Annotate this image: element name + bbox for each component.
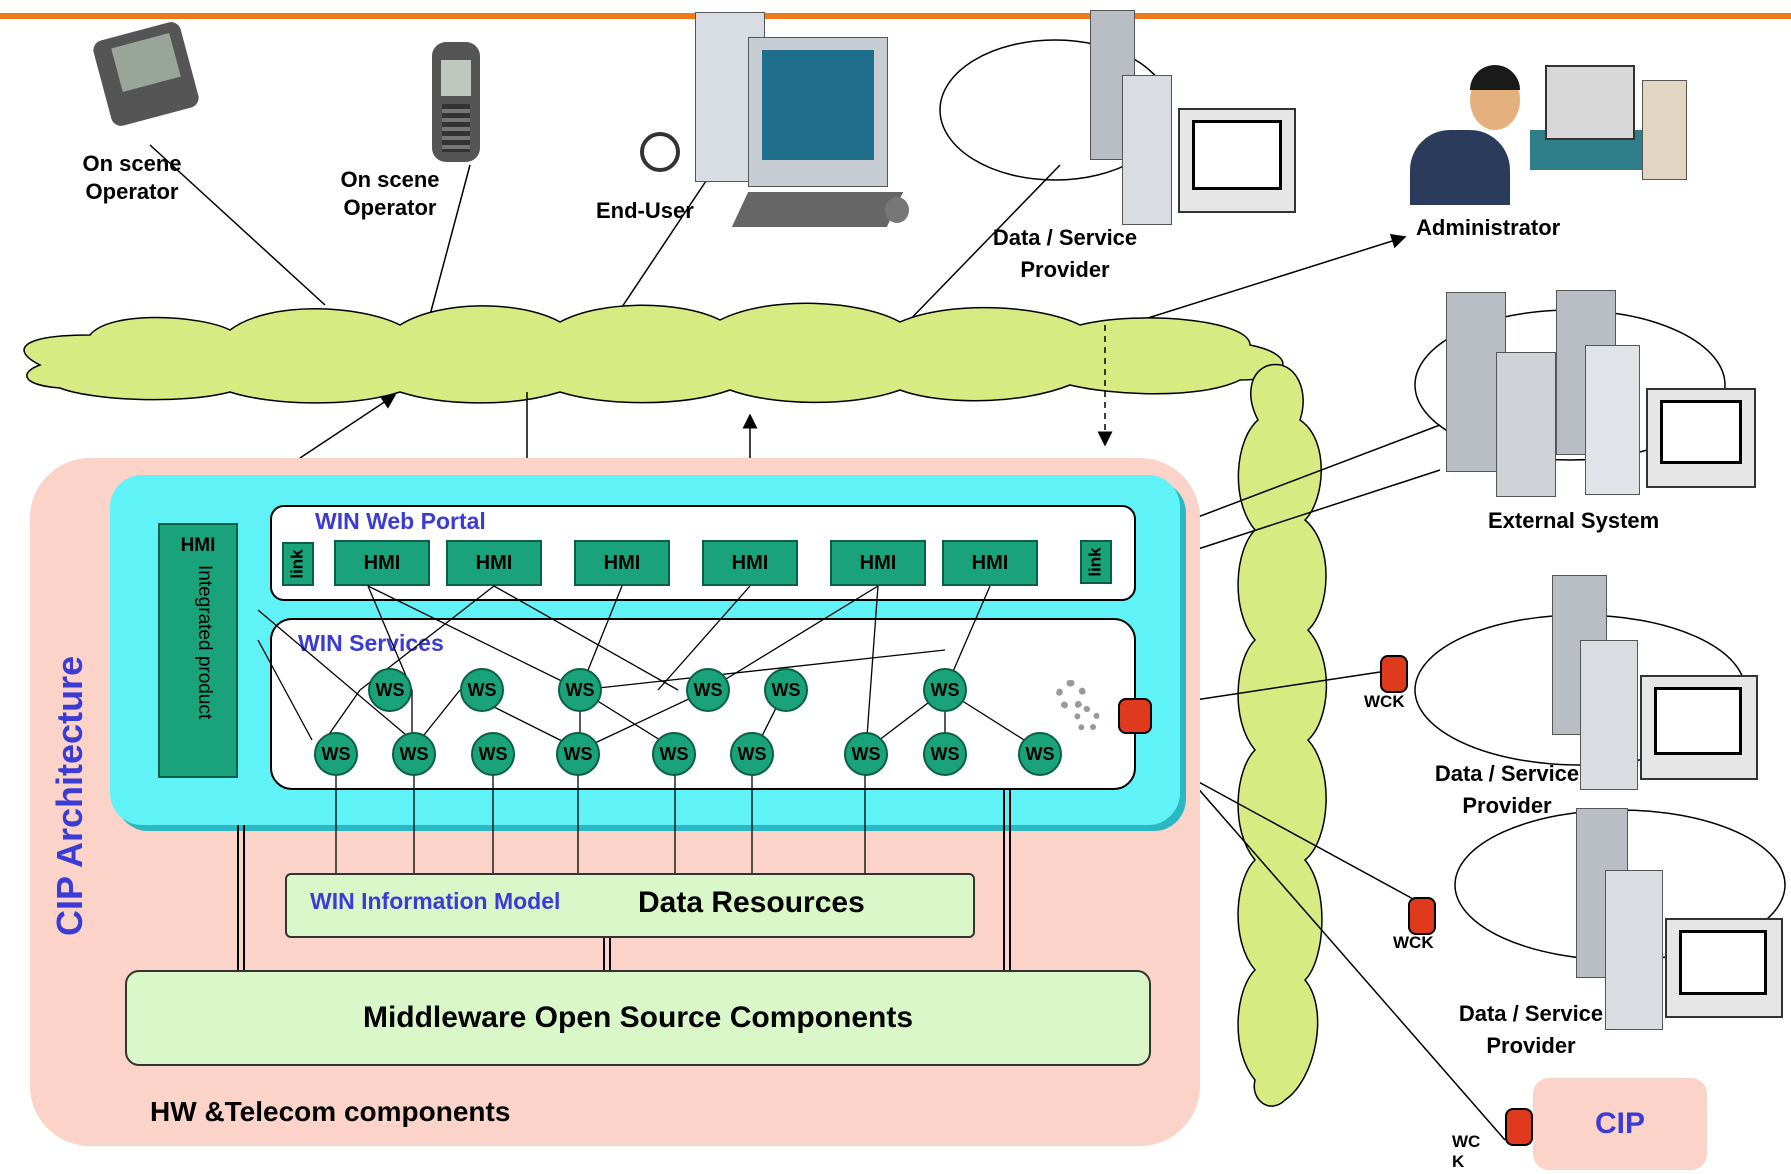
- provider-low-label: Data / Service Provider: [1458, 1001, 1604, 1058]
- link-right[interactable]: link: [1080, 540, 1112, 584]
- integrated-product: HMI Integrated product: [158, 523, 238, 778]
- administrator-label: Administrator: [1416, 215, 1561, 240]
- wck-connector-icon: [1505, 1108, 1533, 1146]
- middleware: Middleware Open Source Components: [125, 970, 1151, 1066]
- end-user-label: End-User: [596, 198, 694, 223]
- ws-node[interactable]: WS: [556, 732, 600, 776]
- ws-node[interactable]: WS: [652, 732, 696, 776]
- ws-node[interactable]: WS: [471, 732, 515, 776]
- provider-mid-label: Data / Service Provider: [1434, 761, 1580, 818]
- hmi-1[interactable]: HMI: [334, 540, 430, 586]
- win-web-portal-title: WIN Web Portal: [315, 508, 486, 534]
- hw-telecom-label: HW &Telecom components: [150, 1096, 511, 1127]
- hmi-2[interactable]: HMI: [446, 540, 542, 586]
- ws-node[interactable]: WS: [368, 668, 412, 712]
- desktop-computer-icon: [630, 12, 920, 227]
- data-resources-label: Data Resources: [638, 886, 865, 919]
- ws-node[interactable]: WS: [1018, 732, 1062, 776]
- operator-phone-label: On scene Operator: [340, 167, 440, 220]
- administrator-icon: [1410, 60, 1700, 205]
- win-services-title: WIN Services: [298, 630, 444, 656]
- ws-node[interactable]: WS: [686, 668, 730, 712]
- external-system-label: External System: [1488, 508, 1660, 533]
- middleware-label: Middleware Open Source Components: [362, 1001, 914, 1034]
- link-left[interactable]: link: [282, 542, 314, 586]
- monitor-icon: [1646, 388, 1756, 488]
- mobile-phone-icon: [432, 42, 480, 162]
- ws-node[interactable]: WS: [844, 732, 888, 776]
- cip-box: CIP: [1533, 1078, 1707, 1170]
- ws-node[interactable]: WS: [923, 668, 967, 712]
- operator-pda-label: On scene Operator: [82, 151, 182, 204]
- ws-node[interactable]: WS: [314, 732, 358, 776]
- hmi-3[interactable]: HMI: [574, 540, 670, 586]
- data-resources: [285, 873, 975, 938]
- top-rule: [0, 13, 1791, 19]
- gear-icon: [1074, 706, 1100, 732]
- ws-node[interactable]: WS: [460, 668, 504, 712]
- monitor-icon: [1665, 918, 1783, 1018]
- monitor-icon: [1640, 675, 1758, 780]
- server-icon: [1580, 640, 1638, 790]
- hmi-6[interactable]: HMI: [942, 540, 1038, 586]
- server-icon: [1496, 352, 1556, 497]
- ws-node[interactable]: WS: [730, 732, 774, 776]
- cip-box-label: CIP: [1594, 1107, 1645, 1140]
- wck-label: WCK: [1393, 933, 1434, 952]
- server-icon: [1605, 870, 1663, 1030]
- monitor-icon: [1178, 108, 1296, 213]
- server-icon: [1122, 75, 1172, 225]
- provider-top-label: Data / Service Provider: [992, 225, 1138, 282]
- wck-connector-icon: [1408, 897, 1436, 935]
- hmi-5[interactable]: HMI: [830, 540, 926, 586]
- ws-node[interactable]: WS: [764, 668, 808, 712]
- ws-node[interactable]: WS: [923, 732, 967, 776]
- ws-node[interactable]: WS: [558, 668, 602, 712]
- server-icon: [1585, 345, 1640, 495]
- wck-label: WCK: [1364, 692, 1405, 711]
- ws-node[interactable]: WS: [392, 732, 436, 776]
- win-information-model-label: WIN Information Model: [310, 888, 561, 914]
- network-cloud-horizontal: [23, 302, 1284, 404]
- wck-connector-icon: [1118, 698, 1152, 734]
- hmi-4[interactable]: HMI: [702, 540, 798, 586]
- wck-connector-icon: [1380, 655, 1408, 693]
- gear-icon: [1056, 680, 1086, 710]
- wck-label: WC K: [1452, 1132, 1481, 1171]
- network-cloud-vertical: [1237, 363, 1328, 1107]
